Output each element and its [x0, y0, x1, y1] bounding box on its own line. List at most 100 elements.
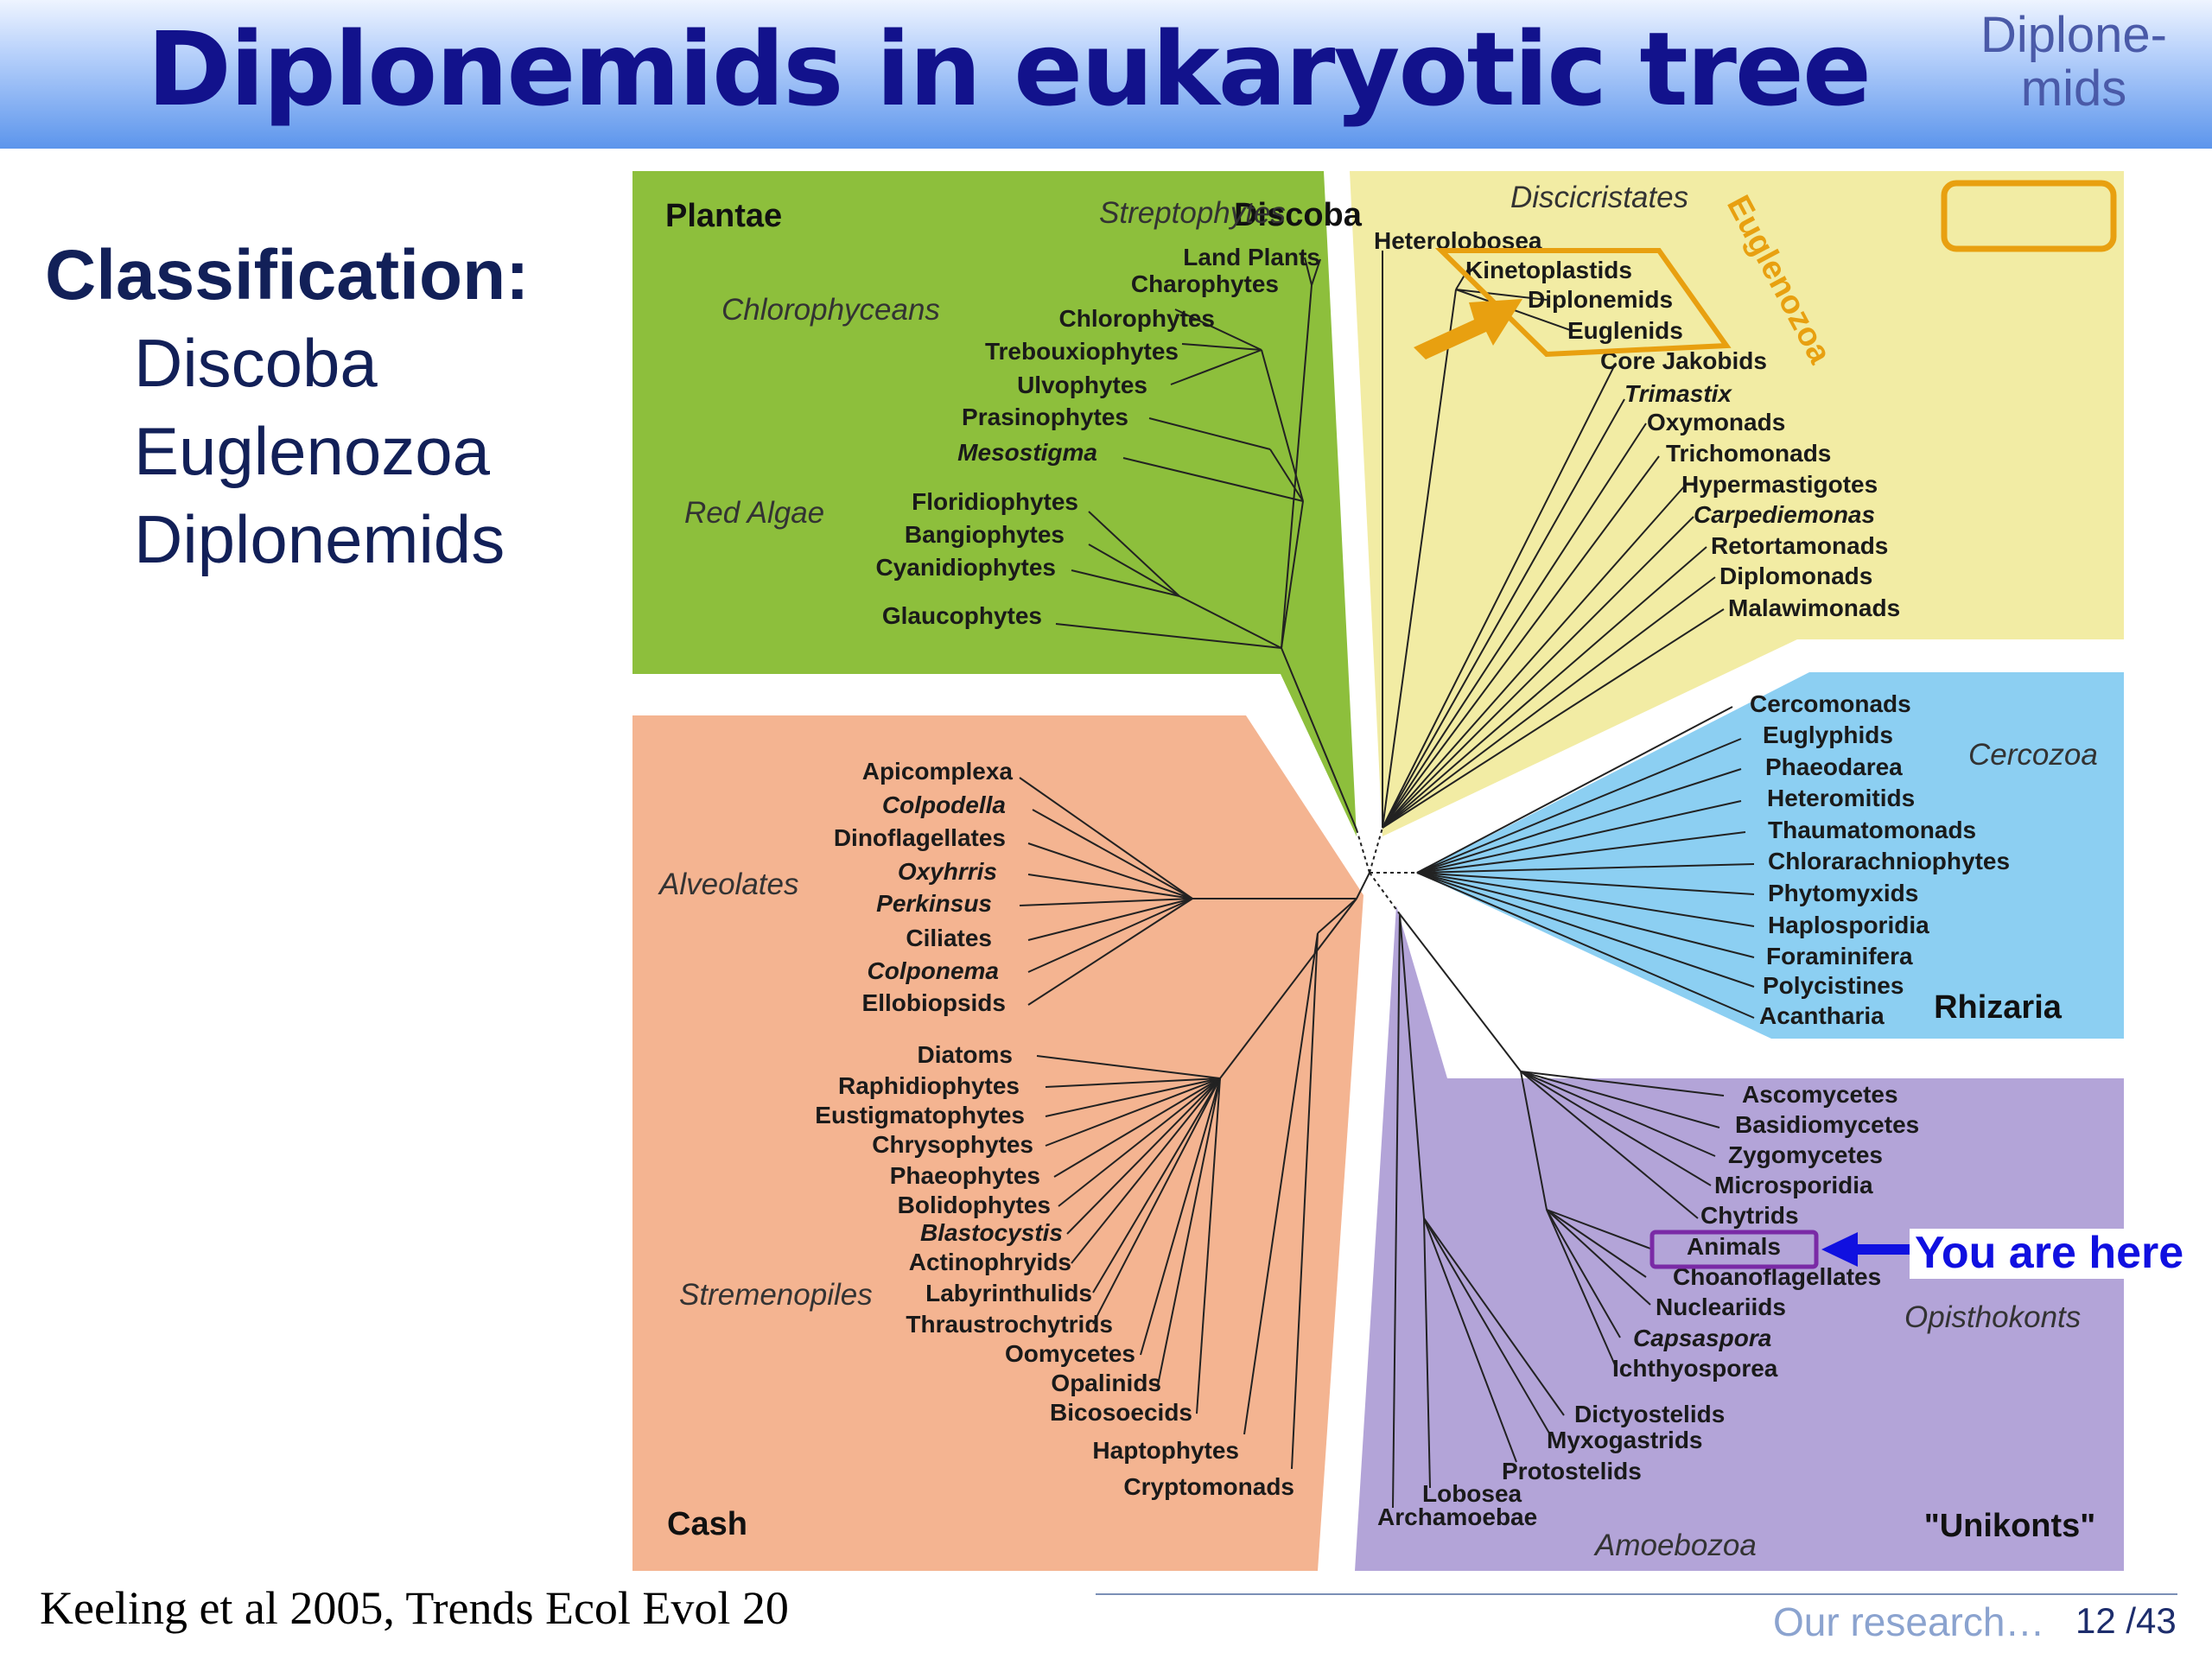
supergroup-label-unikonts: "Unikonts" — [1924, 1508, 2096, 1544]
taxon-label: Trebouxiophytes — [985, 338, 1179, 365]
page-number: 12 /43 — [2075, 1600, 2177, 1641]
group-label: Red Algae — [684, 496, 824, 530]
group-label: Chlorophyceans — [721, 293, 940, 327]
group-label: Cercozoa — [1968, 738, 2098, 772]
taxon-label: Thraustrochytrids — [906, 1311, 1113, 1338]
taxon-label: Phaeophytes — [890, 1162, 1040, 1189]
tree-branches — [1019, 251, 1755, 1509]
taxon-label: Phytomyxids — [1768, 880, 1918, 906]
taxon-label: Dinoflagellates — [834, 824, 1006, 851]
taxon-label: Ichthyosporea — [1612, 1355, 1778, 1382]
taxon-label: Ulvophytes — [1017, 372, 1147, 398]
group-label: Amoebozoa — [1593, 1529, 1757, 1562]
taxon-label: Acantharia — [1759, 1002, 1885, 1029]
taxon-label: Oxyhrris — [898, 858, 997, 885]
taxon-label: Diatoms — [918, 1041, 1013, 1068]
corner-tag-line-1: Diplone- — [1980, 7, 2167, 63]
taxon-label: Chrysophytes — [872, 1131, 1033, 1158]
taxon-label: Apicomplexa — [862, 758, 1014, 785]
taxon-label: Hypermastigotes — [1681, 471, 1878, 498]
taxon-label: Euglenids — [1567, 317, 1683, 344]
taxon-label: Carpediemonas — [1694, 501, 1875, 528]
taxon-label: Ascomycetes — [1742, 1081, 1898, 1108]
taxon-label: Labyrinthulids — [925, 1280, 1092, 1306]
group-label: Discicristates — [1510, 181, 1688, 214]
slide-title: Diplonemids in eukaryotic tree — [147, 10, 1872, 129]
taxon-label: Ellobiopsids — [862, 989, 1006, 1016]
taxon-label: Euglyphids — [1763, 721, 1893, 748]
taxon-label: Prasinophytes — [962, 404, 1128, 430]
cash-panel — [632, 715, 1363, 1571]
taxon-label: Bolidophytes — [898, 1192, 1051, 1218]
taxon-label: Archamoebae — [1377, 1503, 1537, 1530]
taxon-label: Actinophryids — [909, 1249, 1071, 1275]
taxon-label: Nucleariids — [1656, 1294, 1786, 1320]
supergroup-label-cash: Cash — [667, 1506, 747, 1542]
taxon-label: Land Plants — [1183, 244, 1320, 270]
taxon-label: Diplomonads — [1719, 563, 1872, 589]
you-are-here-backdrop — [1910, 1229, 2203, 1279]
diplonemids-arrow-icon — [1414, 299, 1522, 359]
taxon-label: Capsaspora — [1633, 1325, 1771, 1351]
taxon-label: Dictyostelids — [1574, 1401, 1725, 1427]
taxon-label: Mesostigma — [957, 439, 1097, 466]
taxon-label: Foraminifera — [1766, 943, 1913, 969]
taxon-label: Eustigmatophytes — [815, 1102, 1025, 1128]
taxon-label: Retortamonads — [1711, 532, 1888, 559]
unikonts-panel — [1355, 906, 2124, 1571]
discoba-highlight-box — [1941, 180, 2117, 252]
taxon-label-animals: Animals — [1687, 1233, 1781, 1260]
taxon-label: Phaeodarea — [1765, 753, 1903, 780]
taxon-label: Ciliates — [906, 925, 992, 951]
taxon-label: Oomycetes — [1005, 1340, 1135, 1367]
title-banner — [0, 0, 2212, 149]
taxon-label: Bicosoecids — [1050, 1399, 1192, 1426]
taxon-label: Glaucophytes — [882, 602, 1042, 629]
taxon-label: Chlorophytes — [1059, 305, 1215, 332]
taxon-label: Protostelids — [1502, 1458, 1642, 1484]
corner-tag: Diplone- mids — [1961, 9, 2186, 116]
taxon-label: Bangiophytes — [905, 521, 1065, 548]
taxon-label: Lobosea — [1422, 1480, 1522, 1507]
footer-section-name: Our research… — [1773, 1599, 2045, 1644]
taxon-label: Opalinids — [1051, 1370, 1161, 1396]
classification-level: Discoba — [134, 325, 378, 401]
taxon-label: Heteromitids — [1767, 785, 1915, 811]
taxon-label: Polycistines — [1763, 972, 1904, 999]
supergroup-label-rhizaria: Rhizaria — [1934, 989, 2063, 1026]
taxon-label: Malawimonads — [1728, 594, 1900, 621]
taxon-label: Raphidiophytes — [838, 1072, 1020, 1099]
corner-tag-line-2: mids — [2020, 60, 2127, 117]
classification-level: Euglenozoa — [134, 413, 491, 489]
group-label: Stremenopiles — [679, 1278, 873, 1312]
footer-divider — [1096, 1593, 2177, 1595]
taxon-label: Trimastix — [1624, 380, 1732, 407]
taxon-label: Blastocystis — [920, 1219, 1063, 1246]
rhizaria-panel — [1417, 672, 2124, 1039]
taxon-label: Thaumatomonads — [1768, 817, 1976, 843]
taxon-label: Floridiophytes — [912, 488, 1078, 515]
taxon-label: Trichomonads — [1666, 440, 1831, 467]
taxon-label: Haplosporidia — [1768, 912, 1929, 938]
group-label: Streptophytes — [1099, 196, 1286, 230]
you-are-here-label: You are here — [1915, 1228, 2183, 1278]
taxon-label: Chytrids — [1700, 1202, 1799, 1229]
animals-highlight-box — [1649, 1230, 1819, 1269]
taxon-label: Colpodella — [882, 791, 1006, 818]
plantae-panel — [632, 171, 1357, 836]
taxon-label: Charophytes — [1131, 270, 1279, 297]
citation: Keeling et al 2005, Trends Ecol Evol 20 — [40, 1582, 789, 1634]
taxon-label: Cryptomonads — [1123, 1473, 1294, 1500]
taxon-label: Colponema — [868, 957, 999, 984]
taxon-label: Chlorarachniophytes — [1768, 848, 2010, 874]
group-label: Opisthokonts — [1904, 1300, 2081, 1334]
taxon-label: Cyanidiophytes — [876, 554, 1056, 581]
discoba-panel — [1350, 171, 2124, 836]
group-label: Alveolates — [658, 868, 798, 901]
classification-heading: Classification: — [45, 236, 530, 315]
taxon-label: Kinetoplastids — [1465, 257, 1632, 283]
euglenozoa-highlight-box — [1434, 248, 1732, 358]
taxon-label: Cercomonads — [1750, 690, 1911, 717]
taxon-label: Oxymonads — [1647, 409, 1785, 435]
supergroup-label-plantae: Plantae — [665, 198, 782, 234]
